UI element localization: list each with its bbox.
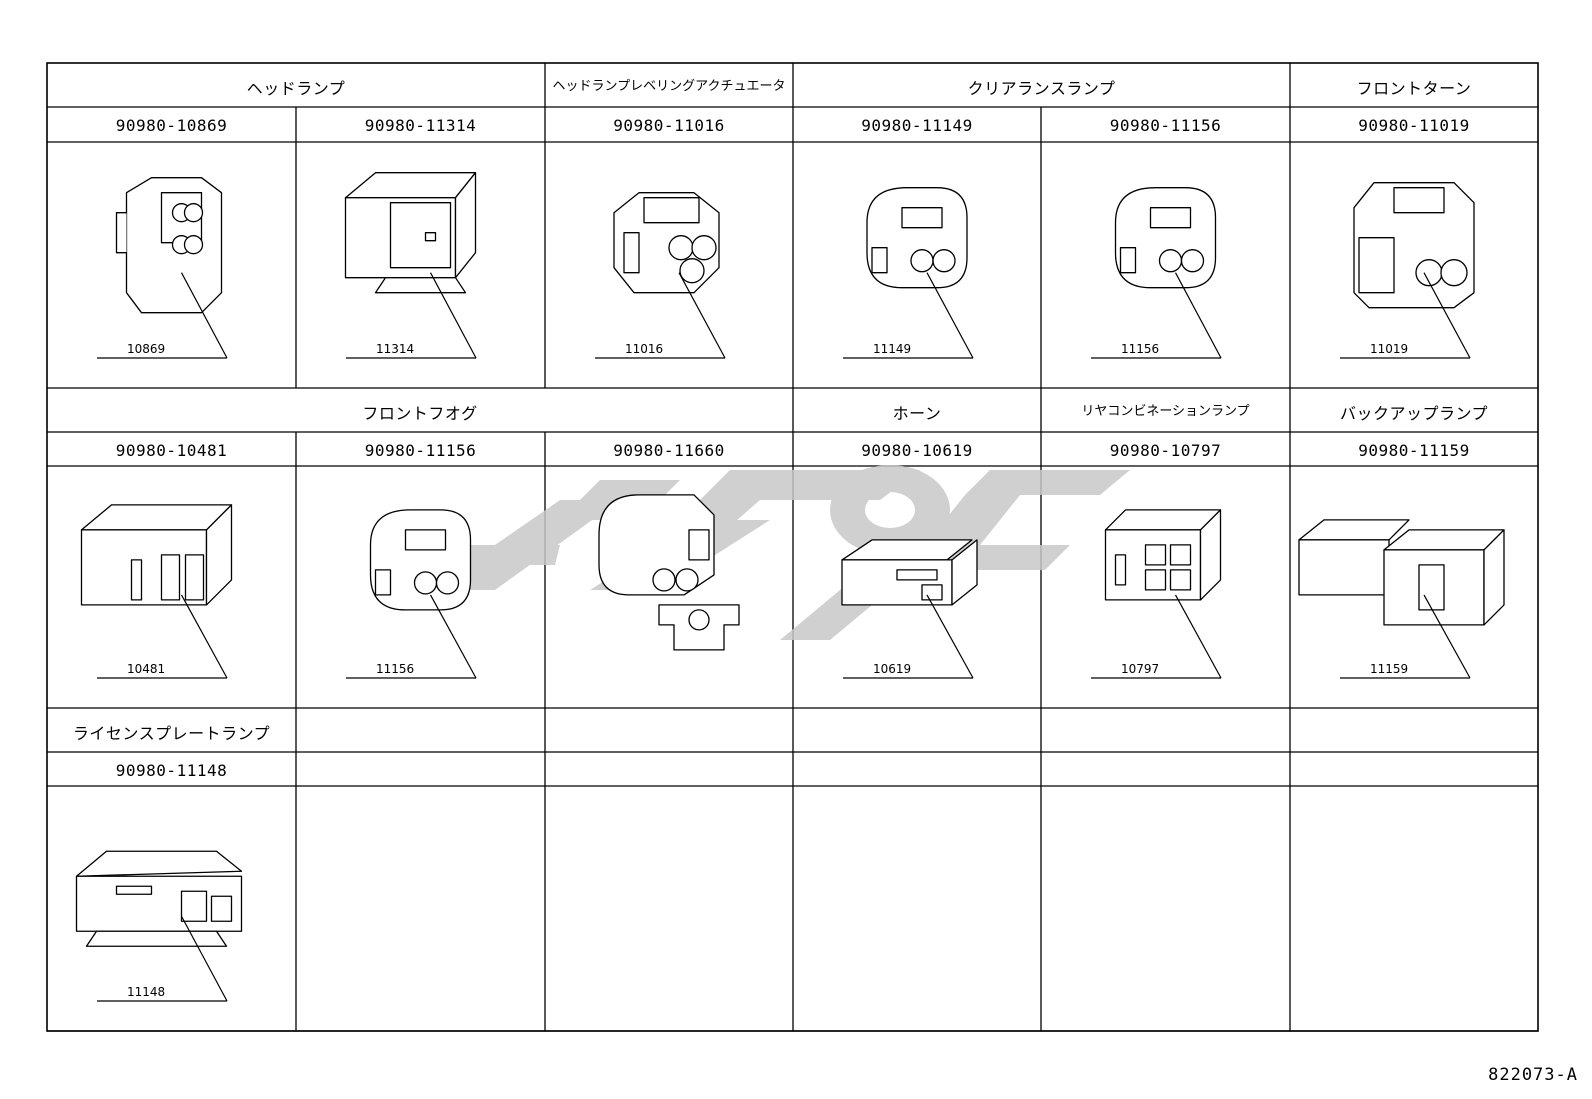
callout-arrow — [180, 594, 228, 679]
callout-label: 11148 — [127, 985, 166, 999]
group-label: ヘッドランプレベリングアクチュエータ — [552, 79, 786, 94]
group-label: クリアランスランプ — [967, 79, 1116, 98]
group-label: フロントターン — [1356, 79, 1472, 98]
group-label: ホーン — [892, 404, 942, 423]
callout-label: 11159 — [1370, 662, 1409, 676]
connector-flat-icon — [80, 504, 233, 606]
callout-label: 10481 — [127, 662, 166, 676]
callout-label: 11156 — [1121, 342, 1160, 356]
callout-arrow — [926, 594, 974, 679]
connector-slim-icon — [841, 539, 978, 606]
part-number: 90980-11156 — [1109, 116, 1222, 135]
connector-3pin-icon — [613, 192, 720, 294]
part-number: 90980-10869 — [115, 116, 228, 135]
connector-2pin-icon — [1114, 187, 1217, 289]
part-number: 90980-11159 — [1358, 441, 1470, 460]
part-number: 90980-11314 — [364, 116, 477, 135]
callout-label: 11016 — [625, 342, 664, 356]
callout-label: 11149 — [873, 342, 912, 356]
figure-code: 822073-A — [1488, 1065, 1578, 1085]
group-label: フロントフオグ — [362, 404, 478, 423]
group-label: ヘッドランプ — [246, 79, 346, 98]
group-label: ライセンスプレートランプ — [72, 724, 271, 743]
callout-arrow — [1174, 594, 1222, 679]
callout-label: 10797 — [1121, 662, 1160, 676]
callout-arrow — [1174, 272, 1222, 359]
part-number: 90980-10481 — [115, 441, 228, 460]
connector-inline-icon — [1298, 519, 1505, 626]
connector-socket-icon — [75, 850, 243, 947]
connector-3pin-bracket-icon — [598, 494, 740, 651]
part-number: 90980-11019 — [1358, 116, 1470, 135]
callout-label: 11156 — [376, 662, 415, 676]
callout-label: 10619 — [873, 662, 912, 676]
callout-label: 10869 — [127, 342, 166, 356]
part-number: 90980-11016 — [613, 116, 725, 135]
connector-2pin-box-icon — [1353, 182, 1475, 309]
callout-arrow — [180, 272, 228, 359]
connector-multi-icon — [1104, 509, 1222, 601]
part-number: 90980-10797 — [1109, 441, 1222, 460]
callout-arrow — [926, 272, 974, 359]
part-number: 90980-11148 — [115, 761, 228, 780]
connector-4pin-icon — [115, 177, 223, 314]
part-number: 90980-11660 — [613, 441, 725, 460]
callout-arrow — [180, 915, 228, 1002]
callout-arrow — [1423, 272, 1471, 359]
connector-2pin-icon — [866, 187, 968, 289]
group-label: リヤコンビネーションランプ — [1081, 404, 1250, 419]
callout-label: 11314 — [376, 342, 415, 356]
callout-arrow — [429, 272, 477, 359]
part-number: 90980-11149 — [861, 116, 973, 135]
connector-housing-icon — [344, 172, 477, 294]
connector-2pin-icon — [369, 509, 472, 611]
callout-arrow — [678, 272, 726, 359]
callout-arrow — [1423, 594, 1471, 679]
group-label: バックアップランプ — [1339, 404, 1489, 423]
part-number: 90980-10619 — [861, 441, 973, 460]
callout-label: 11019 — [1370, 342, 1409, 356]
part-number: 90980-11156 — [364, 441, 477, 460]
callout-arrow — [429, 594, 477, 679]
